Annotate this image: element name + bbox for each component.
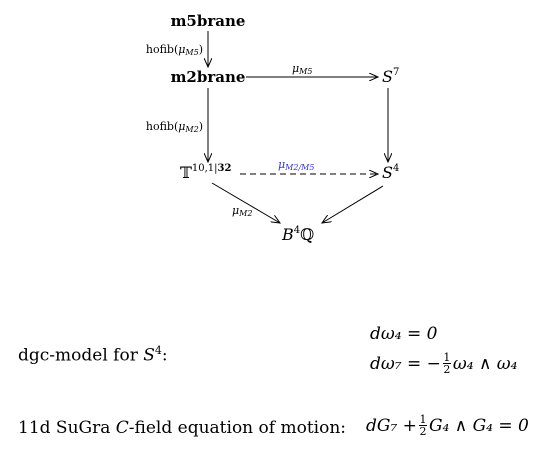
commutative-diagram: m5brane m2brane S7 𝕋10,1|32 S4 B4ℚ hofib… bbox=[146, 12, 399, 244]
arrow-torus-to-b4q bbox=[211, 182, 280, 223]
sugra-label: 11d SuGra C-field equation of motion: bbox=[18, 418, 346, 438]
node-s7: S7 bbox=[382, 67, 399, 86]
fraction-half: 1 2 bbox=[442, 351, 451, 376]
node-b4q: B4ℚ bbox=[281, 225, 314, 244]
label-hofib-mu-m5: hofib(μM5) bbox=[146, 43, 203, 57]
label-hofib-mu-m2: hofib(μM2) bbox=[146, 120, 203, 134]
node-m2brane: m2brane bbox=[171, 68, 246, 86]
fraction-half-2: 1 2 bbox=[418, 413, 427, 438]
node-m5brane: m5brane bbox=[171, 12, 246, 30]
node-torus: 𝕋10,1|32 bbox=[180, 163, 232, 182]
dgc-equation-2: dω₇ = − 1 2 ω₄ ∧ ω₄ bbox=[370, 351, 518, 376]
label-mu-m2-m5: μM2/M5 bbox=[278, 158, 314, 172]
sugra-equation: dG₇ + 1 2 G₄ ∧ G₄ = 0 bbox=[366, 413, 529, 438]
node-s4: S4 bbox=[382, 163, 399, 182]
dgc-model-label: dgc-model for S4: bbox=[18, 344, 168, 366]
label-mu-m2: μM2 bbox=[232, 204, 252, 218]
dgc-equation-1: dω₄ = 0 bbox=[370, 324, 438, 344]
arrow-s4-to-b4q bbox=[322, 185, 384, 223]
label-mu-m5: μM5 bbox=[292, 62, 312, 76]
